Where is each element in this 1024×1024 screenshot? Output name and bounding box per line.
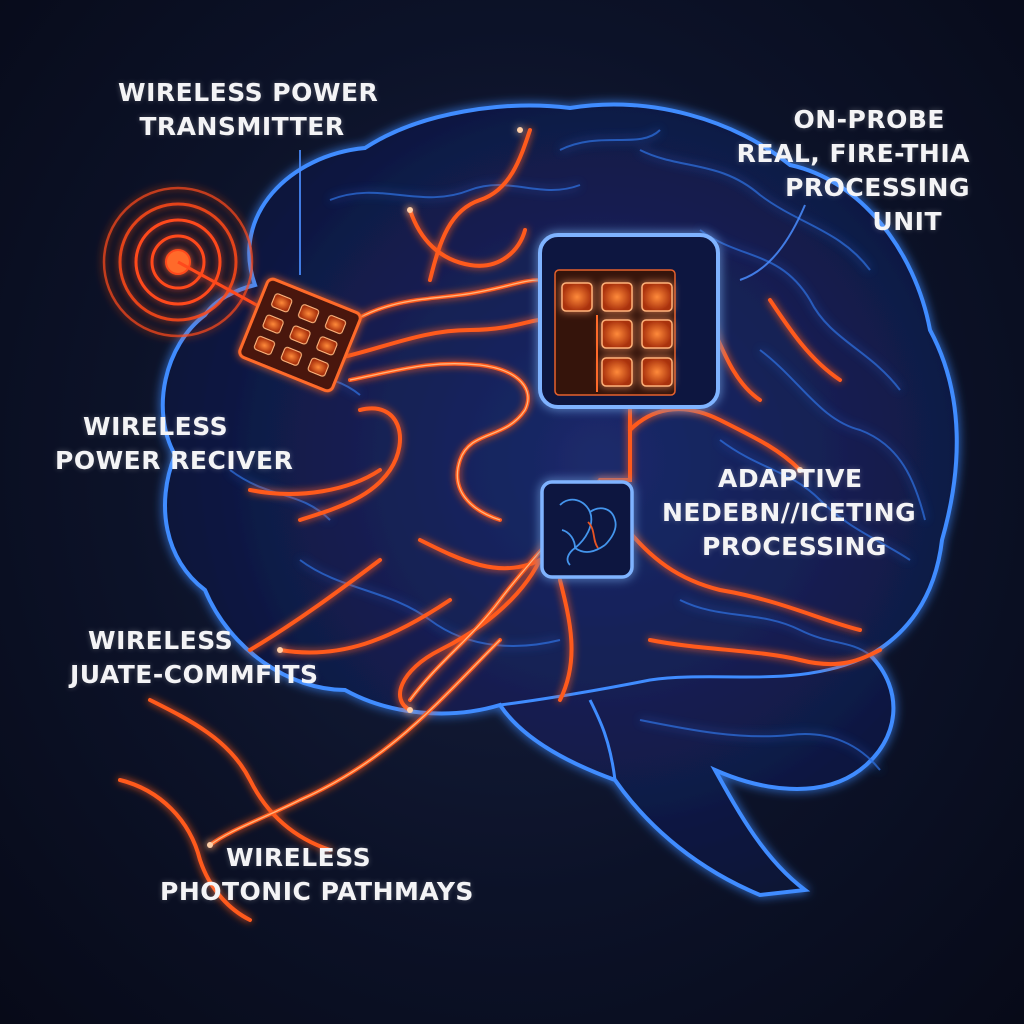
label-line: WIRELESS [88,626,234,655]
label-line: WIRELESS [83,412,229,441]
label-line: POWER RECIVER [55,446,294,475]
pathway-endpoints [207,127,803,848]
adaptive-processing-module [540,480,634,579]
label-line: PHOTONIC PATHMAYS [160,877,474,906]
label-line: PROCESSING [702,532,887,561]
label-line: JUATE-COMMFITS [70,660,319,689]
label-line: WIRELESS POWER [118,78,379,107]
processing-unit-chip [538,233,720,409]
wireless-receiver-chip [238,277,362,393]
label-line: ADAPTIVE [718,464,863,493]
label-adaptive-processing: ADAPTIVE NEDEBN∕∕ICETING PROCESSING [662,462,917,564]
label-line: PROCESSING [785,173,970,202]
label-line: REAL, FIRE-THIA [736,139,970,168]
label-line: TRANSMITTER [139,112,345,141]
label-wireless-juate-commfits: WIRELESS JUATE-COMMFITS [70,624,319,692]
label-line: WIRELESS [226,843,372,872]
label-line: UNIT [872,207,942,236]
label-wireless-power-transmitter: WIRELESS POWER TRANSMITTER [118,76,379,144]
label-wireless-photonic-pathways: WIRELESS PHOTONIC PATHMAYS [160,841,474,909]
label-wireless-power-receiver: WIRELESS POWER RECIVER [55,410,294,478]
label-line: ON-PROBE [793,105,945,134]
leader-lines [299,150,806,281]
wireless-transmitter-icon [102,186,263,338]
label-on-probe-processing-unit: ON-PROBE REAL, FIRE-THIA PROCESSING UNIT [735,103,970,239]
label-line: NEDEBN∕∕ICETING [662,498,917,527]
